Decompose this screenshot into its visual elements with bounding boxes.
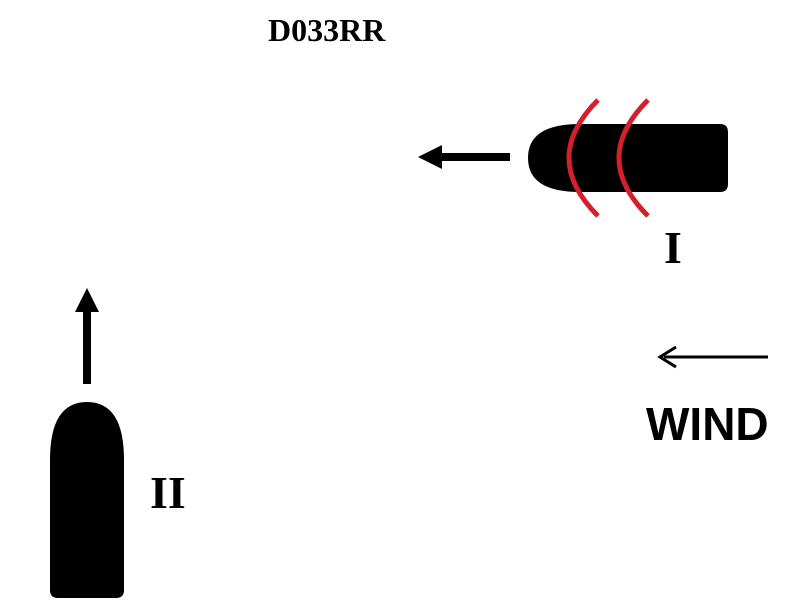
vessel-one-signal-arc-right xyxy=(616,98,650,218)
vessel-two xyxy=(50,402,124,598)
vessel-one xyxy=(528,98,728,218)
vessel-two-heading-arrow xyxy=(75,288,99,384)
diagram-title: D033RR xyxy=(268,12,386,48)
vessel-one-label: I xyxy=(664,222,682,273)
wind-arrow xyxy=(657,345,768,369)
vessel-two-label: II xyxy=(150,467,186,518)
wind-label: WIND xyxy=(646,398,769,450)
vessel-one-hull xyxy=(528,124,728,192)
vessel-one-heading-arrow xyxy=(418,145,510,169)
vessel-one-signal-arc-left xyxy=(566,98,600,218)
vessel-two-hull xyxy=(50,402,124,598)
